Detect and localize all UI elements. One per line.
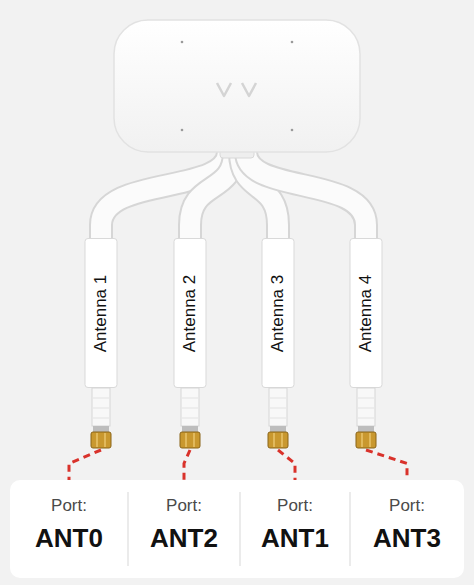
- ferrule: [270, 426, 286, 432]
- panel-divider: [127, 492, 129, 566]
- label-sleeve: [174, 239, 206, 388]
- ferrule: [182, 426, 198, 432]
- port-name: ANT1: [261, 522, 329, 556]
- port-name: ANT2: [150, 522, 218, 556]
- nut-facet: [193, 433, 195, 447]
- cable: [190, 152, 234, 242]
- label-sleeve: [350, 239, 382, 388]
- nut-facet: [273, 433, 275, 447]
- screw-dot: [181, 129, 184, 132]
- antenna-sleeve: Antenna 1: [84, 238, 118, 450]
- ferrule: [93, 426, 109, 432]
- rib: [93, 418, 109, 419]
- cable: [246, 152, 366, 242]
- port-cell: Port: ANT1: [240, 480, 350, 578]
- sma-connector: [91, 432, 111, 448]
- port-caption: Port:: [389, 496, 425, 516]
- panel-divider: [239, 492, 241, 566]
- strain-relief: [357, 388, 375, 426]
- sma-connector: [180, 432, 200, 448]
- port-caption: Port:: [277, 496, 313, 516]
- nut-facet: [104, 433, 106, 447]
- nut-facet: [361, 433, 363, 447]
- rib: [182, 418, 198, 419]
- antenna-sleeve: Antenna 3: [261, 238, 295, 450]
- nut-facet: [369, 433, 371, 447]
- sma-connector: [356, 432, 376, 448]
- panel-divider: [349, 492, 351, 566]
- nut-facet: [96, 433, 98, 447]
- antenna-label: Antenna 2: [181, 274, 198, 352]
- port-panel: [10, 480, 464, 578]
- port-leader: [366, 450, 407, 480]
- screw-dot: [291, 41, 294, 44]
- port-caption: Port:: [51, 496, 87, 516]
- rib: [270, 418, 286, 419]
- antenna-label: Antenna 3: [269, 274, 286, 352]
- rib: [358, 398, 374, 399]
- sma-connector: [268, 432, 288, 448]
- nut-facet: [281, 433, 283, 447]
- antenna-sleeve: Antenna 2: [173, 238, 207, 450]
- port-caption: Port:: [166, 496, 202, 516]
- rib: [182, 408, 198, 409]
- rib: [270, 408, 286, 409]
- antenna-housing: [114, 20, 360, 152]
- rib: [358, 408, 374, 409]
- port-leader: [184, 450, 190, 480]
- strain-relief: [181, 388, 199, 426]
- port-cell: Port: ANT0: [10, 480, 128, 578]
- cable: [246, 152, 366, 242]
- ferrule: [358, 426, 374, 432]
- port-leader: [69, 450, 101, 480]
- port-cell: Port: ANT2: [128, 480, 240, 578]
- port-leader: [278, 450, 295, 480]
- antenna-label: Antenna 4: [357, 274, 374, 352]
- cable-bundle: [101, 152, 366, 242]
- logo-mark: [217, 83, 256, 96]
- nut-facet: [185, 433, 187, 447]
- screw-dot: [291, 129, 294, 132]
- screw-dot: [181, 41, 184, 44]
- rib: [182, 398, 198, 399]
- label-sleeve: [262, 239, 294, 388]
- rib: [270, 398, 286, 399]
- port-name: ANT3: [373, 522, 441, 556]
- rib: [358, 418, 374, 419]
- antenna-label: Antenna 1: [92, 274, 109, 352]
- label-sleeve: [85, 239, 117, 388]
- strain-relief: [92, 388, 110, 426]
- rib: [93, 408, 109, 409]
- cable: [190, 152, 234, 242]
- rib: [93, 398, 109, 399]
- strain-relief: [269, 388, 287, 426]
- antenna-sleeve: Antenna 4: [349, 238, 383, 450]
- port-cell: Port: ANT3: [350, 480, 464, 578]
- port-name: ANT0: [35, 522, 103, 556]
